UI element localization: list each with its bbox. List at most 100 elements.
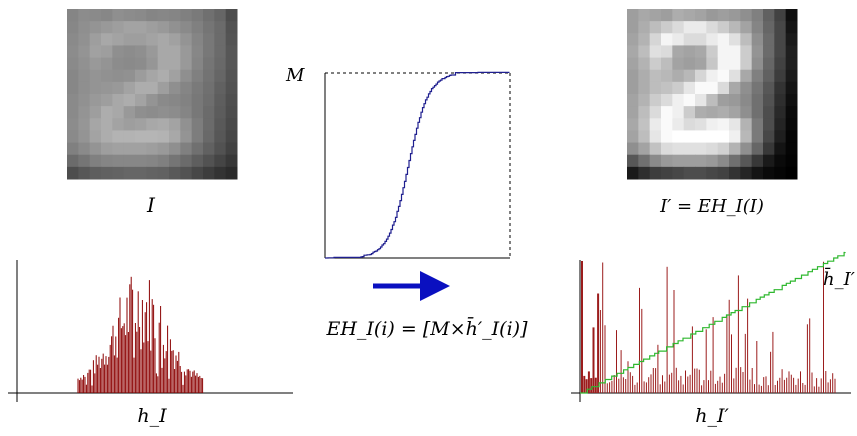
image-pixel xyxy=(729,142,741,156)
image-pixel xyxy=(729,154,741,168)
image-pixel xyxy=(89,21,102,34)
image-pixel xyxy=(672,21,685,34)
image-pixel xyxy=(661,9,673,22)
image-pixel xyxy=(672,69,685,83)
image-pixel xyxy=(672,166,685,180)
image-pixel xyxy=(740,45,753,59)
image-pixel xyxy=(695,142,707,156)
image-pixel xyxy=(169,118,181,131)
image-pixel xyxy=(214,9,227,22)
image-pixel xyxy=(225,154,238,168)
image-pixel xyxy=(649,69,662,83)
image-pixel xyxy=(774,118,787,131)
image-pixel xyxy=(101,94,113,107)
image-pixel xyxy=(627,21,639,34)
image-pixel xyxy=(191,33,204,46)
image-pixel xyxy=(67,33,79,46)
image-pixel xyxy=(78,118,91,131)
image-pixel xyxy=(649,94,662,107)
image-pixel xyxy=(78,106,91,119)
image-pixel xyxy=(729,106,741,119)
image-pixel xyxy=(169,130,181,144)
image-pixel xyxy=(627,81,639,95)
image-pixel xyxy=(146,166,159,180)
image-pixel xyxy=(123,130,136,144)
image-pixel xyxy=(214,33,227,46)
image-pixel xyxy=(225,118,238,131)
image-pixel xyxy=(785,106,798,119)
input-histogram-label: h_I xyxy=(137,405,167,427)
image-pixel xyxy=(169,154,181,168)
image-pixel xyxy=(763,166,775,180)
image-pixel xyxy=(157,118,170,131)
image-pixel xyxy=(123,118,136,131)
image-pixel xyxy=(627,142,639,156)
image-pixel xyxy=(203,106,215,119)
image-pixel xyxy=(203,21,215,34)
image-pixel xyxy=(785,94,798,107)
image-pixel xyxy=(706,106,719,119)
image-pixel xyxy=(169,106,181,119)
image-pixel xyxy=(649,21,662,34)
image-pixel xyxy=(695,154,707,168)
image-pixel xyxy=(661,33,673,46)
image-pixel xyxy=(729,57,741,71)
image-pixel xyxy=(661,130,673,144)
image-pixel xyxy=(729,33,741,46)
image-pixel xyxy=(169,94,181,107)
image-pixel xyxy=(112,130,125,144)
image-pixel xyxy=(649,33,662,46)
image-pixel xyxy=(763,106,775,119)
image-pixel xyxy=(672,154,685,168)
image-pixel xyxy=(638,69,651,83)
image-pixel xyxy=(101,33,113,46)
image-pixel xyxy=(180,154,193,168)
image-pixel xyxy=(225,142,238,156)
image-pixel xyxy=(169,21,181,34)
image-pixel xyxy=(717,21,730,34)
image-pixel xyxy=(774,57,787,71)
image-pixel xyxy=(763,154,775,168)
image-pixel xyxy=(672,81,685,95)
image-pixel xyxy=(101,69,113,83)
image-pixel xyxy=(146,118,159,131)
equalized-image xyxy=(627,9,798,180)
image-pixel xyxy=(180,118,193,131)
image-pixel xyxy=(729,130,741,144)
image-pixel xyxy=(180,57,193,71)
curve-max-label: M xyxy=(285,65,305,86)
image-pixel xyxy=(763,69,775,83)
image-pixel xyxy=(89,106,102,119)
image-pixel xyxy=(683,130,696,144)
image-pixel xyxy=(751,166,764,180)
image-pixel xyxy=(695,118,707,131)
image-pixel xyxy=(78,21,91,34)
image-pixel xyxy=(112,45,125,59)
image-pixel xyxy=(157,9,170,22)
image-pixel xyxy=(785,21,798,34)
image-pixel xyxy=(672,130,685,144)
image-pixel xyxy=(729,94,741,107)
image-pixel xyxy=(638,21,651,34)
image-pixel xyxy=(225,166,238,180)
image-pixel xyxy=(191,106,204,119)
image-pixel xyxy=(67,57,79,71)
equalized-histogram-label: h_I′ xyxy=(695,405,729,427)
image-pixel xyxy=(135,106,147,119)
image-pixel xyxy=(78,94,91,107)
image-pixel xyxy=(683,21,696,34)
image-pixel xyxy=(627,118,639,131)
image-pixel xyxy=(146,45,159,59)
image-pixel xyxy=(774,9,787,22)
image-pixel xyxy=(67,154,79,168)
image-pixel xyxy=(214,94,227,107)
image-pixel xyxy=(67,118,79,131)
image-pixel xyxy=(112,81,125,95)
image-pixel xyxy=(740,142,753,156)
image-pixel xyxy=(203,142,215,156)
image-pixel xyxy=(89,142,102,156)
image-pixel xyxy=(203,81,215,95)
image-pixel xyxy=(706,154,719,168)
image-pixel xyxy=(683,142,696,156)
image-pixel xyxy=(135,69,147,83)
